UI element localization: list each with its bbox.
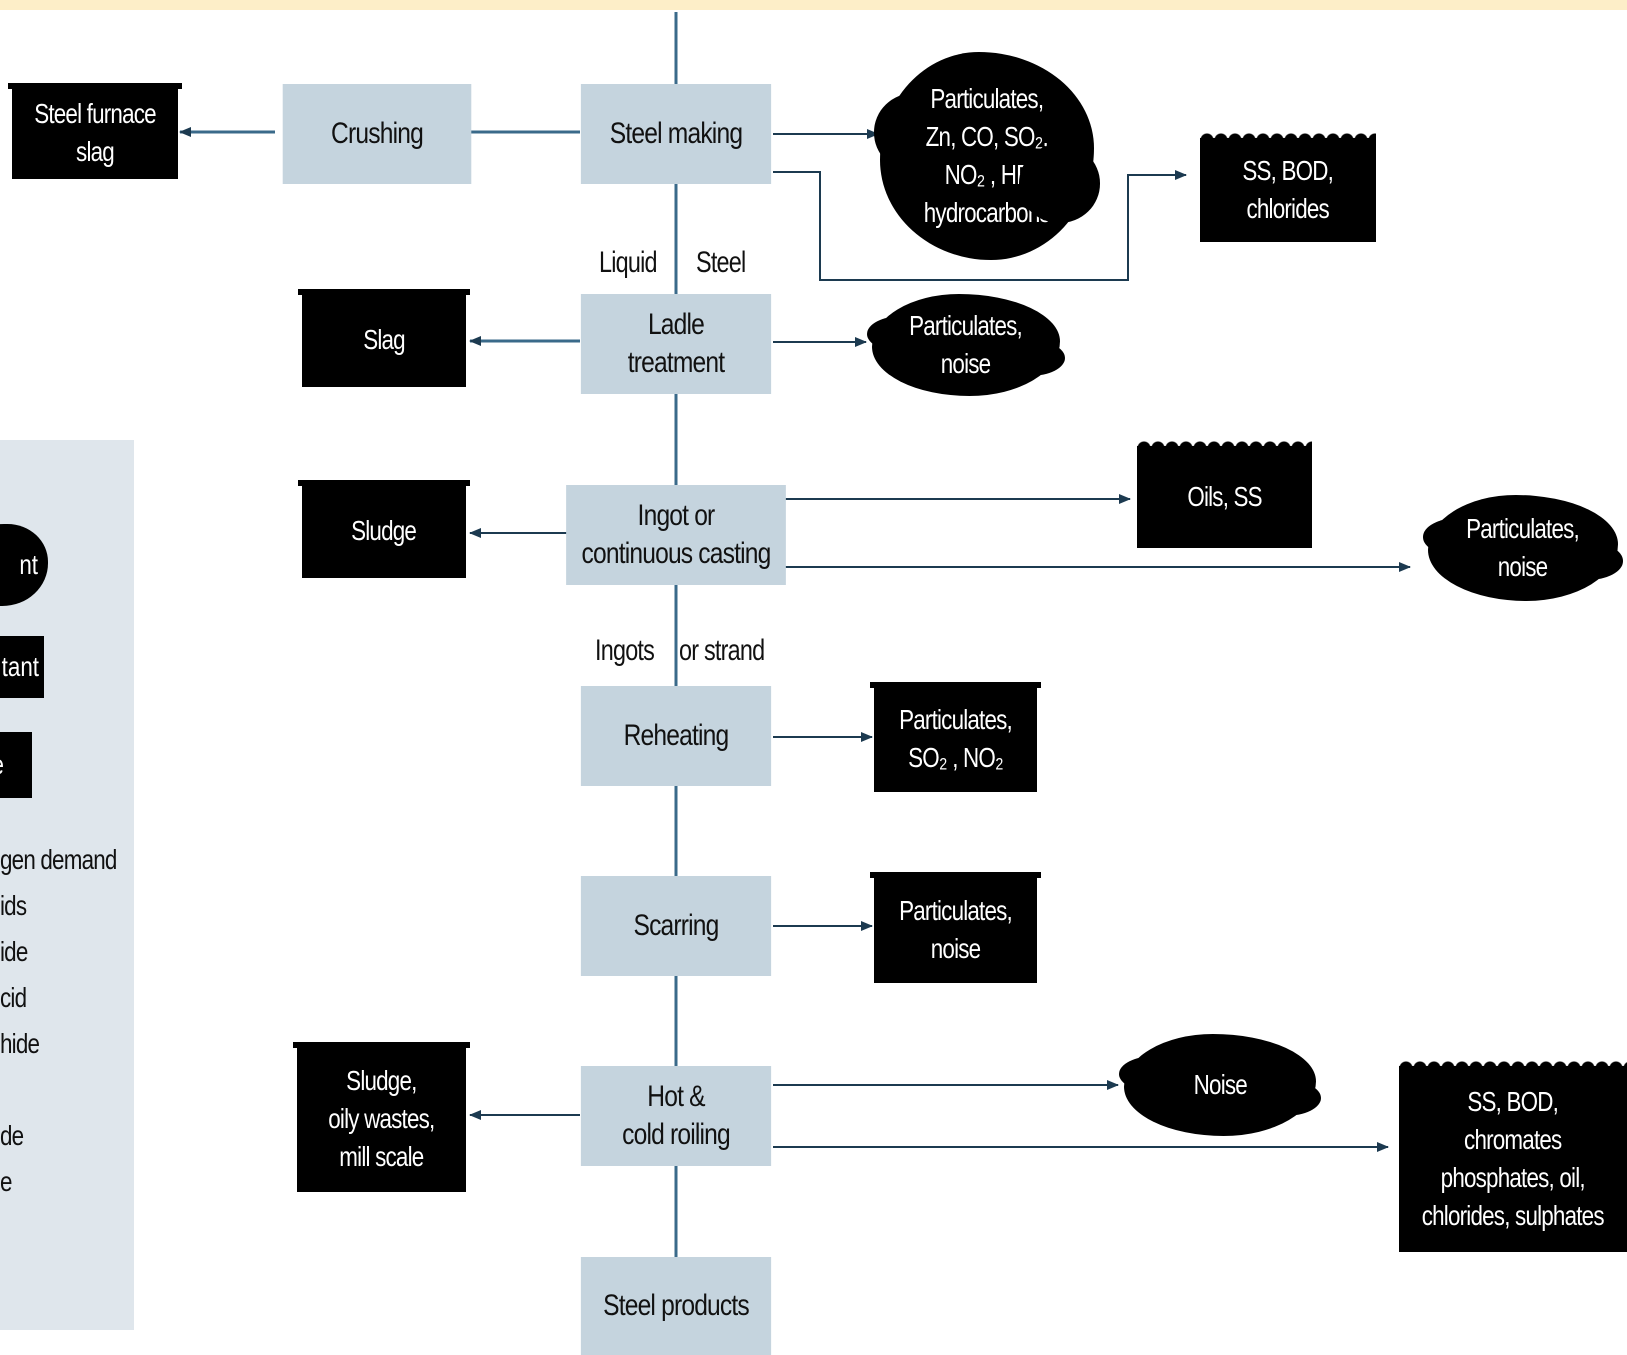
process-crushing: Crushing [282, 84, 472, 184]
legend-line-1: gen demand [0, 844, 117, 875]
legend-line-8: e [0, 1166, 12, 1197]
waste-sludge-oily-mill-scale: Sludge, oily wastes, mill scale [293, 1042, 470, 1192]
air-steel-making: Particulates, Zn, CO, SO₂, NO₂ , HF hydr… [873, 58, 1101, 254]
process-steel-products: Steel products [580, 1257, 772, 1355]
air-casting: Particulates, noise [1423, 501, 1623, 595]
process-scarring: Scarring [580, 876, 772, 976]
legend-solid-label: e [0, 749, 4, 781]
legend-water-symbol: tant [0, 636, 44, 698]
waste-sludge: Sludge [298, 480, 470, 578]
legend-line-2: ids [0, 890, 27, 921]
process-casting: Ingot or continuous casting [566, 485, 786, 585]
flow-label-liquid: Liquid [599, 246, 658, 279]
legend-panel: nt tant e gen demand ids ide cid hide de… [0, 440, 134, 1330]
link-steel-water [773, 170, 1187, 281]
flow-label-ingots: Ingots [595, 634, 655, 667]
flow-label-steel: Steel [696, 246, 746, 279]
water-steel-making: SS, BOD, chlorides [1200, 130, 1376, 242]
process-ladle-treatment: Ladle treatment [580, 294, 772, 394]
waste-steel-furnace-slag: Steel furnace slag [8, 83, 182, 179]
legend-line-4: cid [0, 982, 27, 1013]
legend-line-3: ide [0, 936, 28, 967]
water-rolling: SS, BOD, chromates phosphates, oil, chlo… [1399, 1058, 1627, 1252]
top-banner [0, 0, 1627, 10]
legend-line-7: de [0, 1120, 24, 1151]
air-ladle: Particulates, noise [867, 300, 1065, 390]
process-rolling: Hot & cold roiling [580, 1066, 772, 1166]
waste-slag: Slag [298, 289, 470, 387]
legend-water-label: tant [1, 651, 40, 682]
legend-line-5: hide [0, 1028, 40, 1059]
legend-air-label: nt [18, 549, 38, 580]
flow-label-or-strand: or strand [679, 634, 765, 667]
process-steel-making: Steel making [580, 84, 772, 184]
waste-reheating-emissions: Particulates, SO₂ , NO₂ [870, 682, 1041, 792]
legend-solid-symbol: e [0, 732, 32, 798]
water-casting: Oils, SS [1137, 438, 1312, 548]
waste-scarring-emissions: Particulates, noise [870, 872, 1041, 983]
air-rolling: Noise [1119, 1040, 1321, 1130]
process-reheating: Reheating [580, 686, 772, 786]
